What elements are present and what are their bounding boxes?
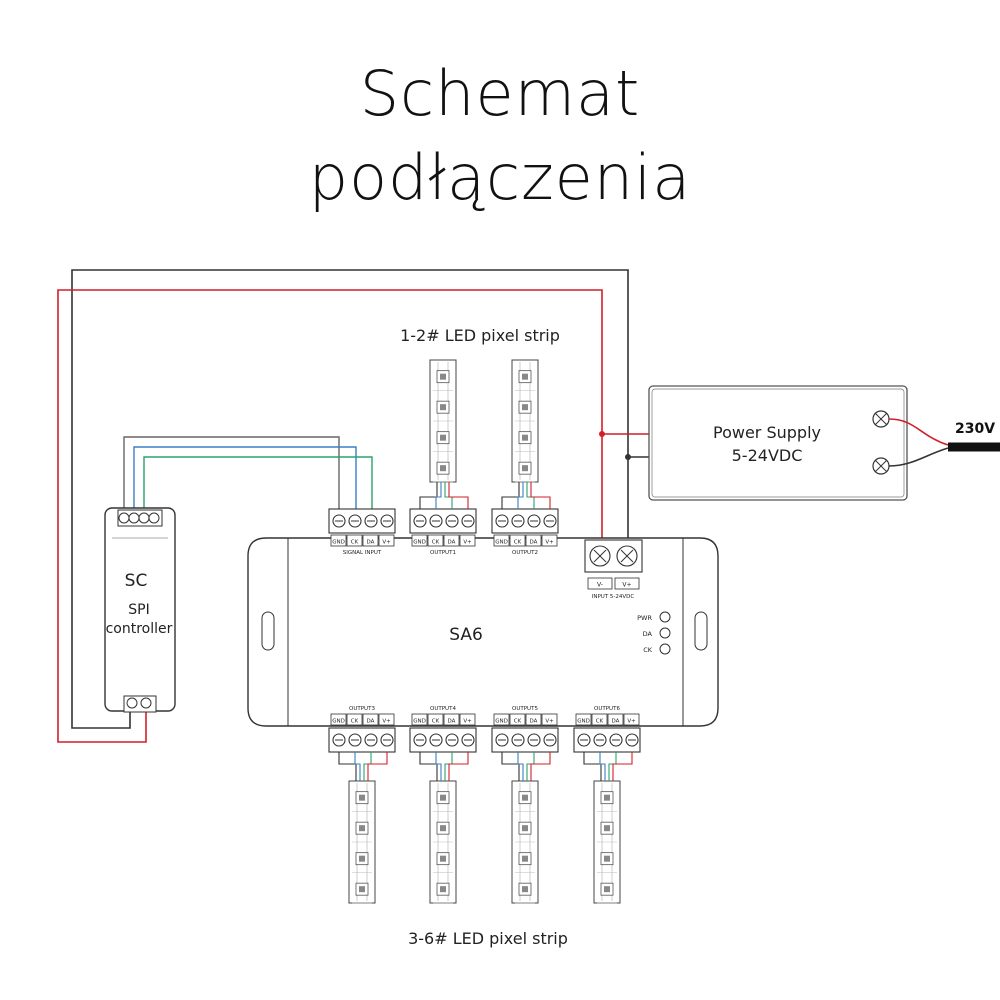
positive-loop-wire bbox=[57, 289, 603, 743]
pin-label: CK bbox=[432, 719, 440, 725]
output-terminal-3: GND CK DA V+ OUTPUT3 bbox=[328, 706, 396, 753]
led-strips bbox=[338, 359, 633, 904]
pin-label: CK bbox=[514, 540, 522, 546]
led-strip-2 bbox=[511, 359, 539, 483]
pin-label: GND bbox=[332, 719, 345, 725]
led-strip-1 bbox=[429, 359, 457, 483]
pin-label: V+ bbox=[627, 719, 636, 725]
power-supply: Power Supply 5-24VDC 230V bbox=[648, 385, 1000, 501]
pin-label: V+ bbox=[463, 719, 472, 725]
indicator-label: PWR bbox=[637, 614, 652, 622]
indicator-led bbox=[659, 611, 671, 623]
pin-label: V+ bbox=[463, 540, 472, 546]
led-strip-6 bbox=[593, 780, 621, 904]
top-strips-label: 1-2# LED pixel strip bbox=[400, 326, 560, 345]
pin-label: CK bbox=[432, 540, 440, 546]
led-strip-3 bbox=[348, 780, 376, 904]
pin-label: GND bbox=[577, 719, 590, 725]
indicator-label: CK bbox=[643, 646, 653, 654]
pin-label: V+ bbox=[545, 540, 554, 546]
pin-label: V+ bbox=[382, 540, 391, 546]
terminal-label: OUTPUT5 bbox=[512, 706, 538, 712]
pin-label: CK bbox=[514, 719, 522, 725]
pin-label: GND bbox=[495, 719, 508, 725]
pin-label: CK bbox=[351, 719, 359, 725]
negative-loop-wire bbox=[71, 269, 629, 729]
pin-label: GND bbox=[413, 719, 426, 725]
indicator-leds: PWR DA CK bbox=[637, 611, 671, 655]
psu-ac-terminal-1 bbox=[872, 410, 890, 428]
signal-wires bbox=[123, 436, 373, 512]
power-pin-label: V+ bbox=[622, 582, 631, 589]
output-terminal-5: GND CK DA V+ OUTPUT5 bbox=[491, 706, 559, 753]
controller-code: SC bbox=[125, 571, 148, 591]
title-line-1: Schemat bbox=[359, 57, 641, 130]
pin-label: CK bbox=[596, 719, 604, 725]
diagram-title: Schemat podłączenia bbox=[0, 52, 1000, 220]
pin-label: DA bbox=[448, 719, 456, 725]
psu-ac-terminal-2 bbox=[872, 457, 890, 475]
power-input-label: INPUT 5-24VDC bbox=[592, 594, 635, 600]
controller-line1: SPI bbox=[128, 602, 149, 618]
output-terminal-6: GND CK DA V+ OUTPUT6 bbox=[573, 706, 641, 753]
power-supply-voltage: 5-24VDC bbox=[732, 446, 803, 465]
mains-label: 230V bbox=[955, 421, 995, 437]
terminal-label: OUTPUT6 bbox=[594, 706, 620, 712]
pin-label: GND bbox=[495, 540, 508, 546]
indicator-led bbox=[659, 627, 671, 639]
terminal-label: SIGNAL INPUT bbox=[343, 550, 382, 556]
led-strip-5 bbox=[511, 780, 539, 904]
power-supply-name: Power Supply bbox=[713, 423, 821, 442]
pin-label: DA bbox=[367, 540, 375, 546]
terminal-label: OUTPUT3 bbox=[349, 706, 375, 712]
pin-label: GND bbox=[332, 540, 345, 546]
output-terminal-4: GND CK DA V+ OUTPUT4 bbox=[409, 706, 477, 753]
signal-input-terminal: GND CK DA V+SIGNAL INPUT bbox=[328, 508, 396, 556]
power-input-terminal: V- V+ INPUT 5-24VDC bbox=[584, 539, 643, 600]
bottom-strips-label: 3-6# LED pixel strip bbox=[408, 929, 568, 948]
spi-controller: SC SPI controller bbox=[104, 507, 176, 713]
terminal-label: OUTPUT2 bbox=[512, 550, 538, 556]
sa6-amplifier: SA6 PWR DA CK V- V+ INPUT 5-24VDC bbox=[247, 537, 719, 727]
power-pin-label: V- bbox=[597, 582, 603, 589]
output-terminal-1: GND CK DA V+ OUTPUT1 bbox=[409, 508, 477, 556]
terminal-label: OUTPUT1 bbox=[430, 550, 456, 556]
controller-line2: controller bbox=[106, 621, 173, 637]
led-strip-4 bbox=[429, 780, 457, 904]
title-line-2: podłączenia bbox=[308, 141, 692, 214]
terminal-label: OUTPUT4 bbox=[430, 706, 456, 712]
indicator-led bbox=[659, 643, 671, 655]
pin-label: CK bbox=[351, 540, 359, 546]
pin-label: GND bbox=[413, 540, 426, 546]
pin-label: DA bbox=[530, 540, 538, 546]
pin-label: V+ bbox=[545, 719, 554, 725]
pin-label: V+ bbox=[382, 719, 391, 725]
pin-label: DA bbox=[448, 540, 456, 546]
output-terminal-2: GND CK DA V+ OUTPUT2 bbox=[491, 508, 559, 556]
pin-label: DA bbox=[367, 719, 375, 725]
amplifier-name: SA6 bbox=[449, 625, 483, 645]
pin-label: DA bbox=[530, 719, 538, 725]
indicator-label: DA bbox=[643, 630, 653, 638]
pin-label: DA bbox=[612, 719, 620, 725]
